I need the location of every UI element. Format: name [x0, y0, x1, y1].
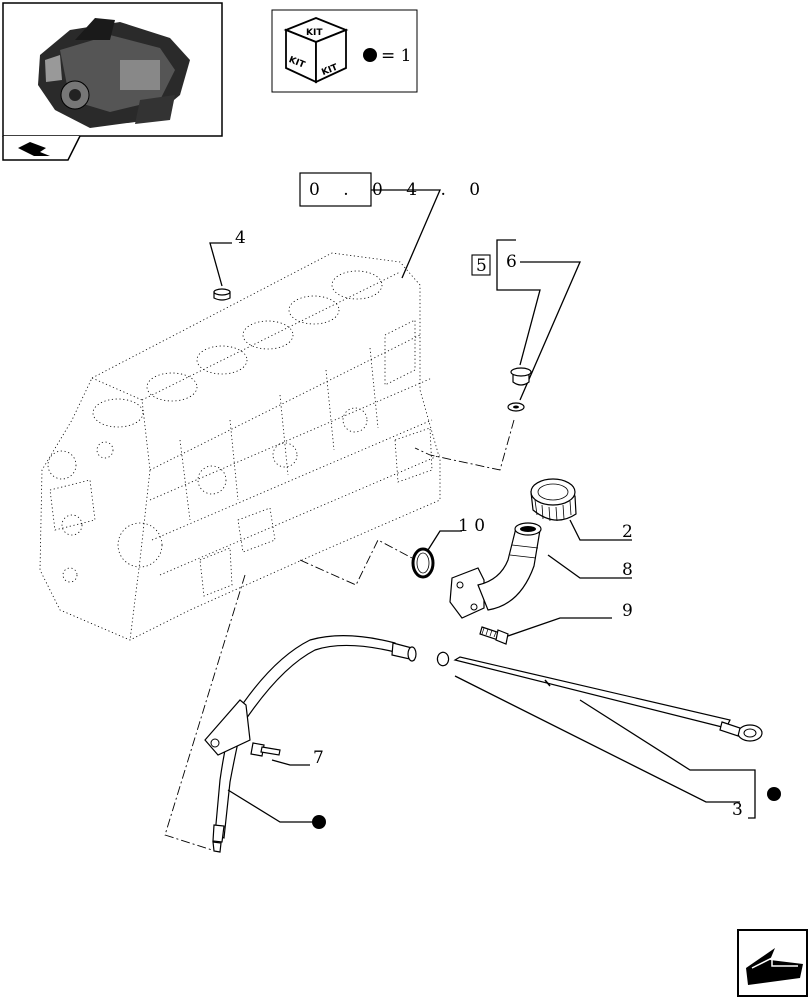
flow-lines [164, 539, 413, 851]
callout-2: 2 [622, 522, 633, 542]
part-4-plug[interactable]: 4 [209, 228, 246, 301]
callout-4: 4 [235, 228, 246, 248]
part-7-bolt[interactable]: 7 [250, 742, 324, 768]
dipstick-guide-tube[interactable] [204, 635, 417, 853]
callout-3: 3 [732, 800, 743, 820]
kit-legend: KIT KIT KIT = 1 [271, 9, 418, 93]
kit-word-top: KIT [306, 28, 323, 38]
guide-tube-kit-callout [227, 789, 326, 829]
part-3-dipstick[interactable]: 3 [436, 651, 781, 820]
part-10-o-ring[interactable]: 1 0 [411, 516, 485, 579]
engine-thumbnail[interactable] [2, 2, 223, 161]
engine-thumbnail-icon [38, 18, 190, 128]
callout-9: 9 [622, 601, 633, 621]
kit-dot-icon-3 [767, 787, 781, 801]
next-page-button[interactable] [737, 929, 808, 997]
part-2-filler-cap[interactable]: 2 [530, 478, 633, 542]
callout-6: 6 [506, 252, 517, 272]
callout-10: 1 0 [458, 516, 485, 536]
part-6-cap-washer[interactable]: 5 6 [414, 239, 581, 471]
kit-dot-icon-guide [312, 815, 326, 829]
part-8-filler-tube[interactable]: 8 [449, 522, 633, 619]
callout-7: 7 [313, 748, 324, 768]
next-page-arrow-icon [746, 948, 803, 985]
kit-box-icon: KIT KIT KIT [283, 17, 349, 84]
kit-dot-icon [363, 48, 377, 62]
kit-equals-text: = 1 [381, 46, 411, 66]
part-9-bolt[interactable]: 9 [479, 601, 633, 645]
callout-8: 8 [622, 560, 633, 580]
bracket-ref-5: 5 [476, 256, 487, 276]
nav-arrow-icon[interactable] [18, 142, 50, 156]
reference-code-box[interactable]: 0 . 0 4 . 0 [299, 172, 489, 279]
engine-block [39, 252, 441, 641]
